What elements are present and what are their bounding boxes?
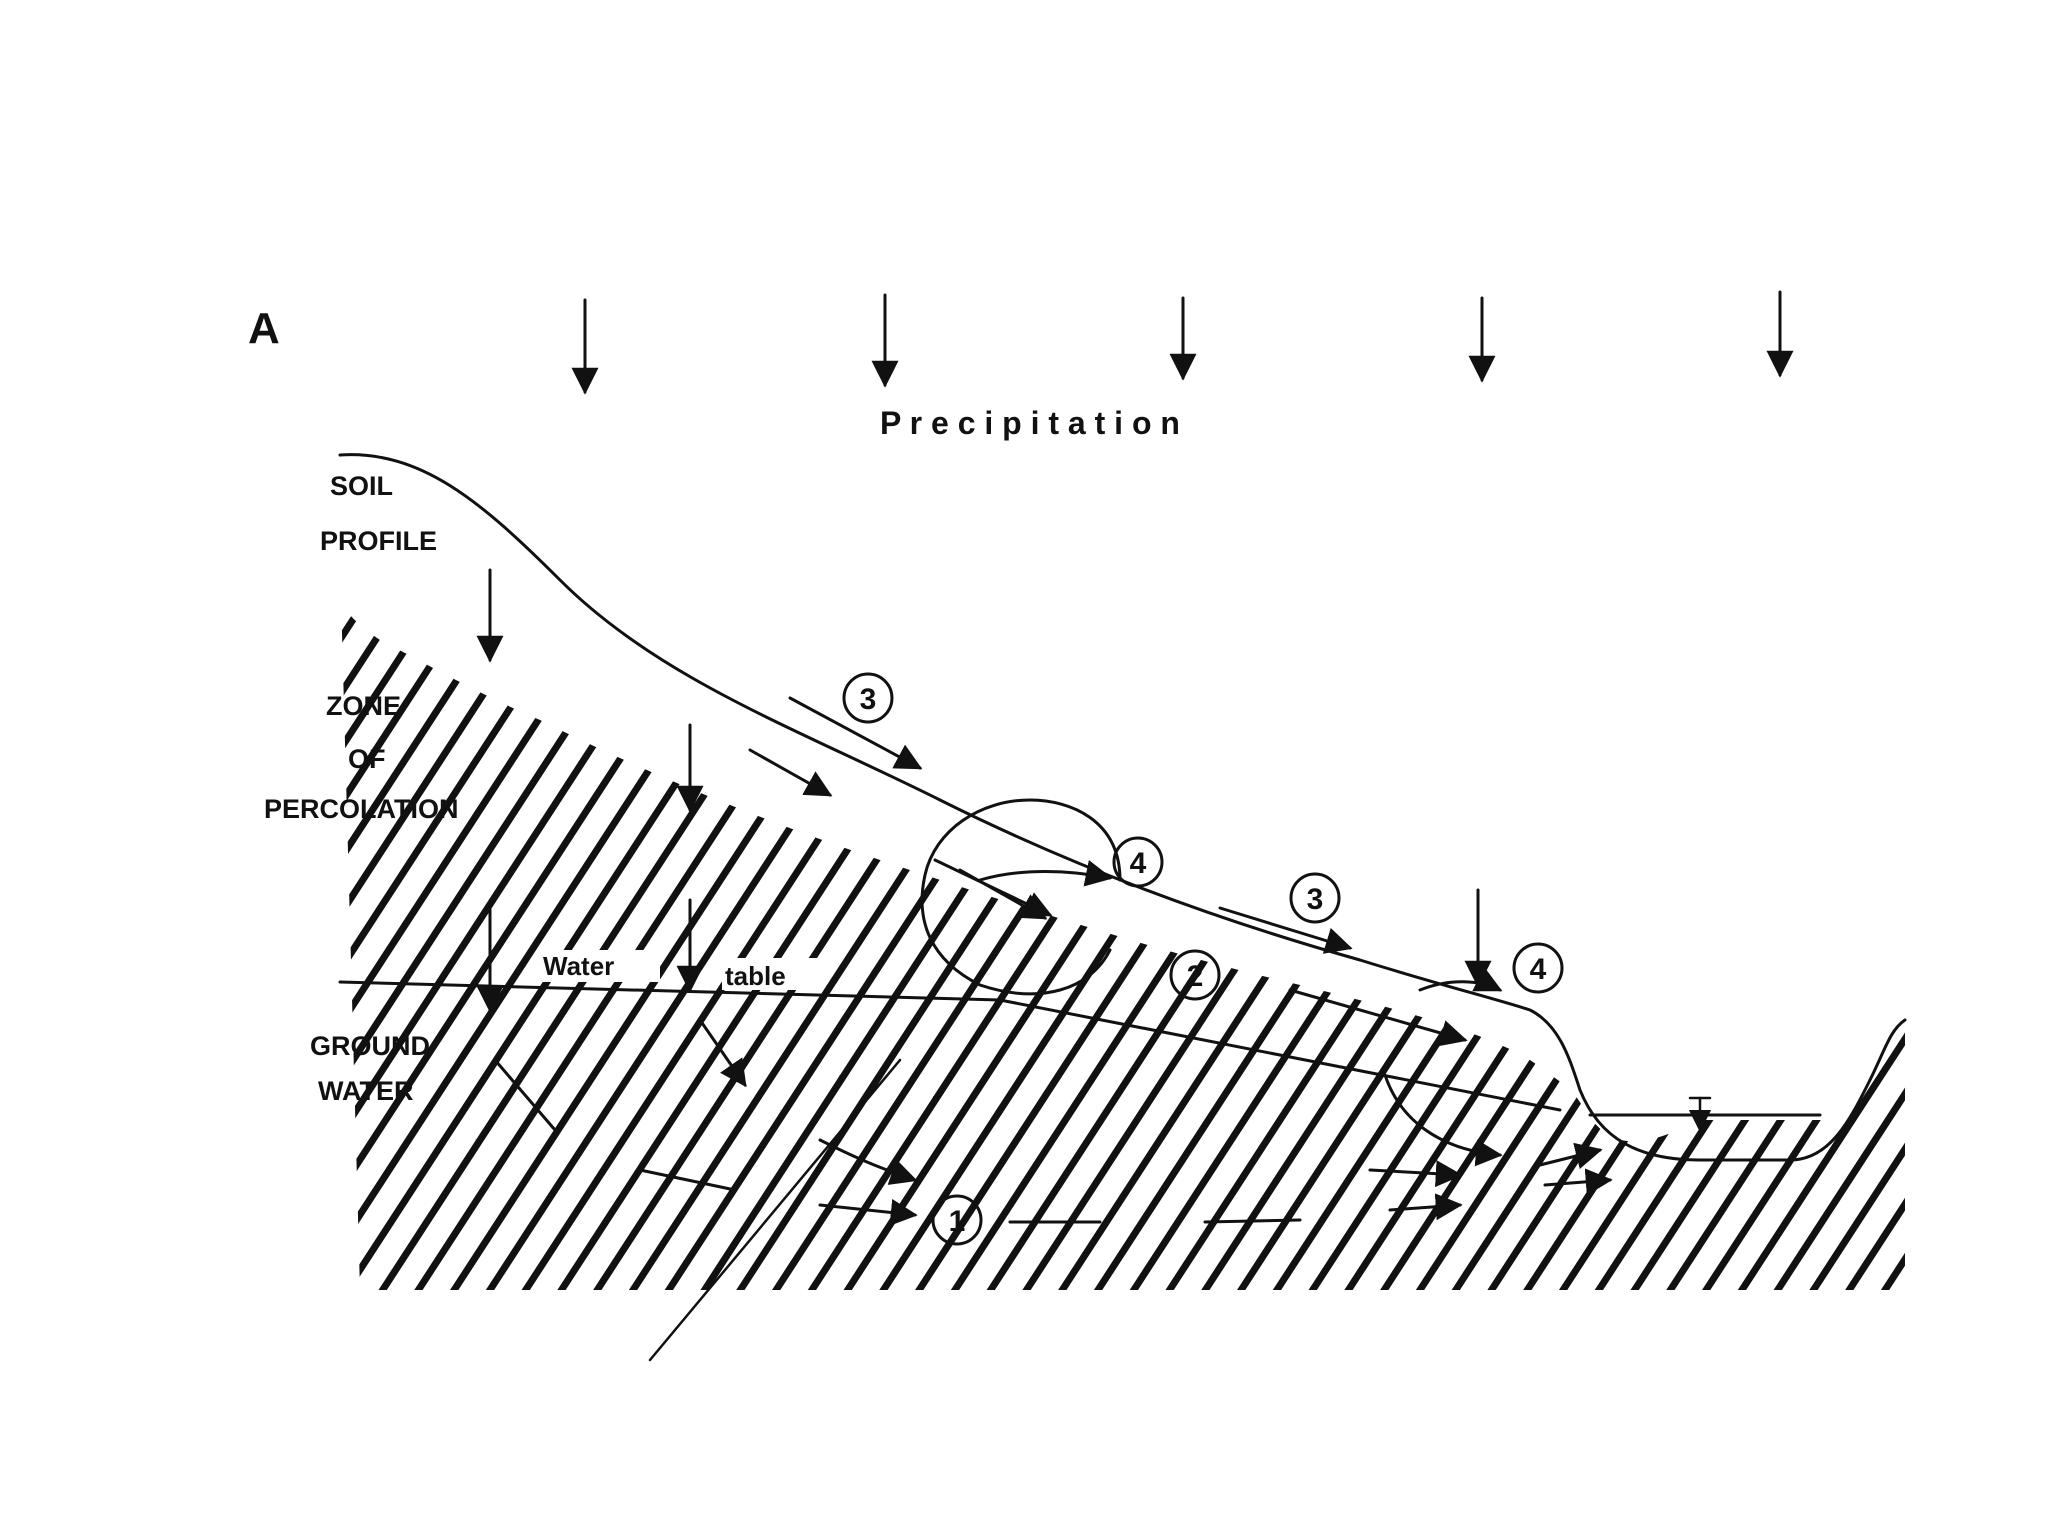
panel-letter: A xyxy=(248,304,280,353)
svg-text:1: 1 xyxy=(949,1205,966,1238)
marker-1: 1 xyxy=(931,1194,983,1246)
svg-text:4: 4 xyxy=(1530,953,1547,986)
overland-flow-arrows xyxy=(748,696,1353,954)
ground-water-label-line1: GROUND xyxy=(310,1031,430,1061)
zone-label-line1: ZONE xyxy=(326,691,401,721)
soil-profile-label-line2: PROFILE xyxy=(320,526,437,556)
table-label: table xyxy=(725,961,786,991)
svg-text:4: 4 xyxy=(1130,847,1147,880)
svg-text:2: 2 xyxy=(1187,960,1204,993)
marker-4-upper: 4 xyxy=(1112,836,1164,888)
ground-water-label-line2: WATER xyxy=(318,1076,414,1106)
marker-4-lower: 4 xyxy=(1512,942,1564,994)
precipitation-arrows xyxy=(571,290,1794,395)
groundwater-flow-arrows xyxy=(493,1018,1613,1362)
zone-label-line3: PERCOLATION xyxy=(264,794,459,824)
zone-label-line2: OF xyxy=(348,744,386,774)
soil-profile-label-line1: SOIL xyxy=(330,471,393,501)
water-label: Water xyxy=(543,951,614,981)
saturation-zones xyxy=(920,798,1503,1167)
ground-surface-line xyxy=(338,453,1907,1162)
marker-2: 2 xyxy=(1169,949,1221,1001)
svg-text:3: 3 xyxy=(860,683,877,716)
water-table-line xyxy=(338,980,1562,1112)
svg-text:3: 3 xyxy=(1307,883,1324,916)
marker-3-upper: 3 xyxy=(842,672,894,724)
marker-3-lower: 3 xyxy=(1289,872,1341,924)
precipitation-label: P r e c i p i t a t i o n xyxy=(880,405,1180,441)
